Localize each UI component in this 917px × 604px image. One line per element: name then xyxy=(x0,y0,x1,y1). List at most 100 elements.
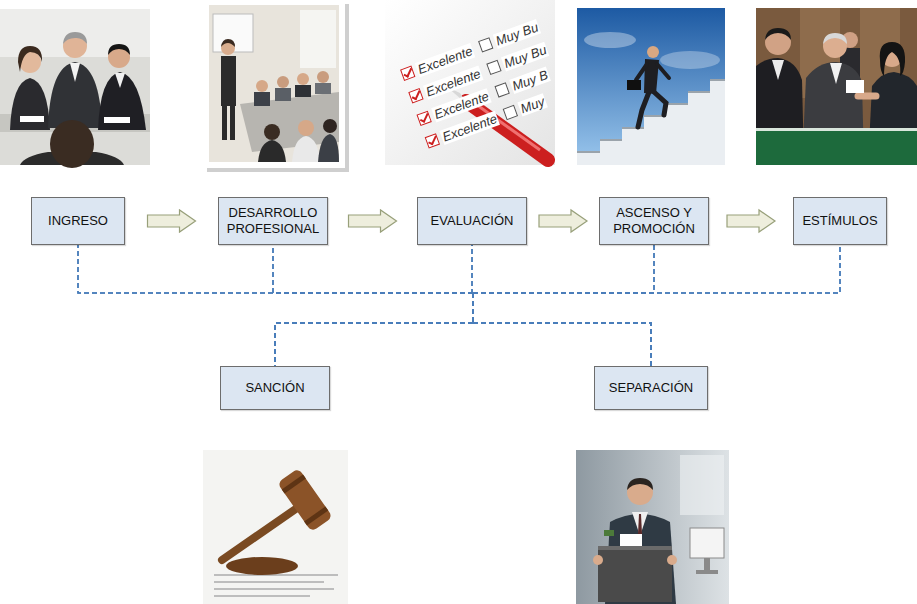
meeting-photo-part xyxy=(300,10,336,68)
gavel-photo-part xyxy=(226,557,298,575)
interview-photo-part xyxy=(108,44,130,55)
box-man-photo-part xyxy=(593,555,603,565)
box-label: ASCENSO Y PROMOCIÓN xyxy=(606,205,702,238)
box-man-photo-part xyxy=(627,479,653,505)
award-photo-part xyxy=(756,128,917,131)
process-box: DESARROLLO PROFESIONAL xyxy=(218,197,328,245)
process-box: SEPARACIÓN xyxy=(594,366,708,410)
dashed-line xyxy=(78,245,473,366)
meeting-photo-part xyxy=(292,136,320,162)
award-photo-part xyxy=(830,63,842,84)
gavel-photo-part-part xyxy=(304,506,328,525)
gavel-photo-part xyxy=(277,468,333,532)
award-photo-part xyxy=(772,60,784,80)
form-text: Muy B xyxy=(509,66,551,93)
award-photo-part xyxy=(823,33,847,44)
checkbox xyxy=(425,133,440,148)
checkbox xyxy=(416,111,431,126)
flow-arrow xyxy=(148,210,196,232)
dashed-connector xyxy=(275,245,840,366)
check-mark xyxy=(403,67,412,78)
process-box: INGRESO xyxy=(31,197,125,245)
stairs-photo-part xyxy=(654,92,666,115)
gavel-photo-part-part xyxy=(277,468,333,532)
interview-photo-part xyxy=(20,116,44,122)
dashed-connector xyxy=(78,245,473,366)
interview-photo-part xyxy=(70,63,80,82)
block-arrow xyxy=(349,210,397,232)
dashed-connector xyxy=(473,245,840,366)
interview-photo-part xyxy=(10,78,50,130)
box-man-photo-part xyxy=(598,546,672,602)
award-photo-part xyxy=(858,93,876,100)
gavel-photo-part-part xyxy=(282,475,306,494)
dashed-line xyxy=(273,245,651,366)
block-arrow xyxy=(539,210,587,232)
award-photo-part xyxy=(765,28,791,40)
meeting-photo-part xyxy=(315,83,331,94)
interview-photo-part xyxy=(98,72,146,130)
award-photo-part xyxy=(756,128,917,165)
award-photo-part xyxy=(846,80,864,93)
award-photo-part xyxy=(765,29,791,55)
interview-photo-part xyxy=(18,46,42,72)
stairs-photo xyxy=(577,8,725,165)
box-man-photo-part xyxy=(690,528,724,558)
meeting-photo-part xyxy=(323,119,337,133)
meeting-photo xyxy=(203,0,349,172)
meeting-photo-part xyxy=(297,73,309,85)
dashed-connector xyxy=(275,245,654,366)
meeting-photo-part xyxy=(207,4,349,172)
stairs-photo-part xyxy=(657,64,669,78)
box-man-photo-part xyxy=(604,530,614,536)
gavel-photo-part xyxy=(203,450,348,604)
box-label: INGRESO xyxy=(38,213,118,229)
block-arrow xyxy=(727,210,775,232)
gavel-photo-part xyxy=(222,506,300,560)
dashed-connector xyxy=(473,245,654,366)
box-man-photo-part xyxy=(680,455,724,515)
checkbox xyxy=(400,66,415,81)
award-photo xyxy=(756,8,917,165)
meeting-photo-part xyxy=(203,0,345,168)
stairs-photo-part xyxy=(584,32,636,48)
box-label: EVALUACIÓN xyxy=(424,213,520,229)
gavel-photo-part xyxy=(214,574,338,576)
stairs-photo-part xyxy=(647,46,659,58)
box-man-photo-part xyxy=(632,512,648,536)
dashed-line xyxy=(275,245,473,366)
box-man-photo-part xyxy=(704,558,710,570)
meeting-photo-part xyxy=(264,124,280,140)
box-man-photo-part xyxy=(667,555,677,565)
meeting-photo-part xyxy=(318,134,339,162)
meeting-photo-part xyxy=(256,80,268,92)
check-mark xyxy=(412,89,421,100)
meeting-photo-part xyxy=(295,85,311,97)
dashed-connector xyxy=(472,245,651,366)
gavel-photo xyxy=(203,450,348,604)
checkbox xyxy=(495,82,510,97)
box-man-photo-part xyxy=(620,534,642,548)
interview-photo-part xyxy=(115,73,125,88)
stairs-photo-part xyxy=(638,92,649,127)
box-man-photo-part xyxy=(627,478,653,490)
stairs-photo-part xyxy=(636,64,647,80)
gavel-photo-part xyxy=(214,595,310,597)
meeting-photo-part xyxy=(298,120,314,136)
interview-photo-part xyxy=(50,120,94,168)
form-text: Muy xyxy=(517,93,547,116)
process-box: ASCENSO Y PROMOCIÓN xyxy=(599,197,709,245)
interview-photo-part xyxy=(104,117,130,123)
stairs-photo-part xyxy=(577,8,725,165)
stairs-photo-part xyxy=(627,80,641,90)
process-box: EVALUACIÓN xyxy=(417,197,527,245)
award-photo-part xyxy=(756,8,917,165)
interview-photo xyxy=(0,9,150,168)
flow-arrow xyxy=(539,210,587,232)
meeting-photo-part xyxy=(275,88,291,101)
box-man-photo xyxy=(576,450,729,604)
gavel-photo-part xyxy=(214,588,334,590)
dashed-connector xyxy=(275,245,473,366)
box-label: DESARROLLO PROFESIONAL xyxy=(225,205,321,238)
gavel-photo-part xyxy=(214,581,324,583)
